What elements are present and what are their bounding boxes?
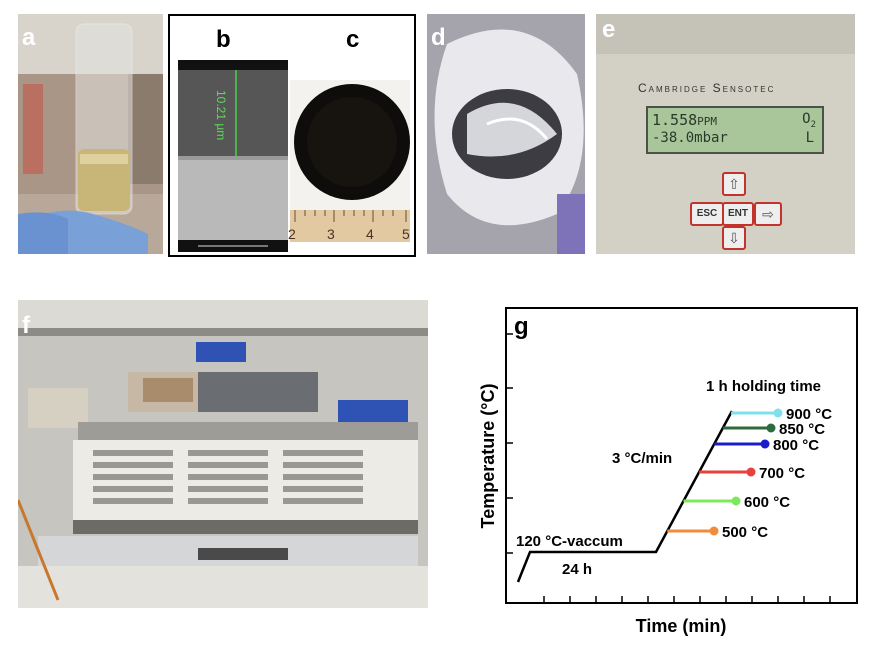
panel-f-furnace: f [18, 300, 428, 608]
panel-label-g: g [514, 313, 529, 340]
series-end-marker [766, 423, 776, 433]
ruler-tick-2: 2 [288, 226, 296, 242]
panel-label-a: a [22, 24, 36, 51]
series-label: 850 °C [779, 421, 825, 438]
annotation-hold-duration: 24 h [562, 561, 592, 578]
annotation-ramp-rate: 3 °C/min [612, 450, 672, 467]
series-end-marker [773, 408, 783, 418]
series-end-marker [731, 496, 741, 506]
panel-a-photo: a [18, 14, 163, 254]
annotation-holding-time: 1 h holding time [706, 378, 821, 395]
esc-button[interactable]: ESC [690, 202, 724, 226]
panel-label-f: f [22, 312, 30, 339]
series-label: 700 °C [759, 465, 805, 482]
lcd-flag: L [805, 130, 814, 146]
ruler-tick-4: 4 [366, 226, 374, 242]
plot-frame [505, 307, 858, 604]
panel-d-photo: d [427, 14, 585, 254]
panel-label-d: d [431, 24, 446, 51]
panel-e-device: e Cambridge Sensotec 1.558PPM O2 -38.0mb… [596, 14, 855, 254]
lcd-pressure: -38.0mbar [652, 130, 728, 146]
lcd-display: 1.558PPM O2 -38.0mbar L [646, 106, 824, 154]
panel-bc-frame: b c 10.21 µm 2 3 4 5 [168, 14, 416, 257]
ruler-tick-3: 3 [327, 226, 335, 242]
disk-holder-photo [427, 14, 585, 254]
ent-button[interactable]: ENT [722, 202, 754, 226]
series-label: 800 °C [773, 437, 819, 454]
lcd-gas-sub: 2 [810, 119, 816, 130]
lcd-unit: PPM [697, 115, 718, 128]
lcd-reading: 1.558 [652, 111, 698, 129]
series-label: 600 °C [744, 494, 790, 511]
scale-bar-label: 10.21 µm [214, 90, 228, 141]
axis-ticks [506, 333, 831, 603]
series-end-marker [760, 439, 770, 449]
right-arrow-button[interactable]: ⇨ [754, 202, 782, 226]
lcd-gas: O [802, 111, 811, 127]
y-axis-label: Temperature (°C) [478, 384, 498, 529]
series-end-marker [746, 467, 756, 477]
panel-label-c: c [346, 26, 360, 53]
up-arrow-button[interactable]: ⇧ [722, 172, 746, 196]
device-brand: Cambridge Sensotec [638, 81, 776, 95]
series-end-marker [709, 526, 719, 536]
film-photo [290, 80, 410, 242]
profile-line [516, 410, 734, 583]
panel-label-b: b [216, 26, 231, 53]
series-label: 900 °C [786, 406, 832, 423]
sem-image [178, 60, 288, 252]
series-label: 500 °C [722, 524, 768, 541]
down-arrow-button[interactable]: ⇩ [722, 226, 746, 250]
annotation-vacuum-hold: 120 °C-vaccum [516, 533, 623, 550]
ruler-tick-5: 5 [402, 226, 410, 242]
vial-photo [18, 14, 163, 254]
panel-label-e: e [602, 16, 616, 43]
x-axis-label: Time (min) [636, 616, 727, 636]
tube-furnace-photo [18, 300, 428, 608]
